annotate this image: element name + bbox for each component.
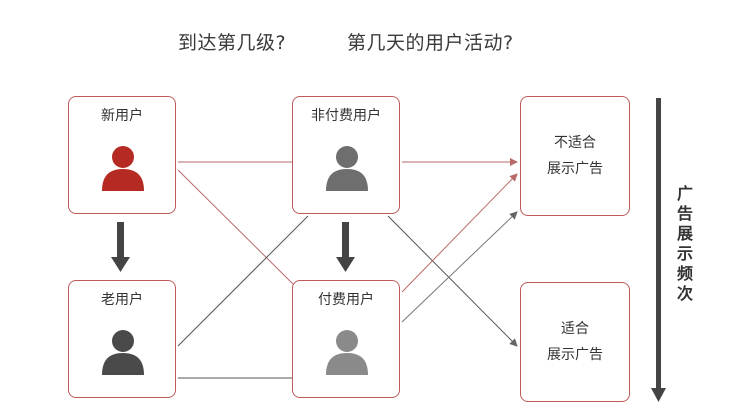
connector-new-to-paying [177, 169, 296, 287]
user-icon [102, 330, 144, 375]
ad-frequency-axis-arrow [651, 98, 666, 402]
target-line2: 展示广告 [547, 161, 603, 177]
node-label: 付费用户 [318, 292, 374, 308]
connector-old-to-nonpaying [177, 215, 309, 347]
connector-paying-to-unsuitable-grey [401, 211, 518, 323]
target-line1: 适合 [561, 321, 589, 337]
user-icon [326, 330, 368, 375]
headline-question-day: 第几天的用户活动? [347, 32, 514, 54]
ad-frequency-label: 广告展示频次 [676, 184, 693, 303]
user-icon [326, 146, 368, 191]
target-line1: 不适合 [554, 135, 596, 151]
node-non-paying-user: 非付费用户 [292, 96, 400, 214]
headline-question-level: 到达第几级? [178, 32, 287, 54]
target-line2: 展示广告 [547, 347, 603, 363]
node-paying-user: 付费用户 [292, 280, 400, 398]
connector-nonpaying-to-suitable [387, 215, 518, 347]
target-unsuitable-for-ads: 不适合 展示广告 [520, 96, 630, 216]
target-suitable-for-ads: 适合 展示广告 [520, 282, 630, 402]
node-label: 新用户 [101, 108, 143, 124]
node-old-user: 老用户 [68, 280, 176, 398]
node-label: 非付费用户 [311, 108, 381, 124]
node-label: 老用户 [101, 292, 143, 308]
connector-paying-to-unsuitable-red [401, 173, 518, 293]
user-icon [102, 146, 144, 191]
node-new-user: 新用户 [68, 96, 176, 214]
down-arrow-new-to-old [111, 222, 130, 272]
down-arrow-nonpaying-to-paying [336, 222, 355, 272]
